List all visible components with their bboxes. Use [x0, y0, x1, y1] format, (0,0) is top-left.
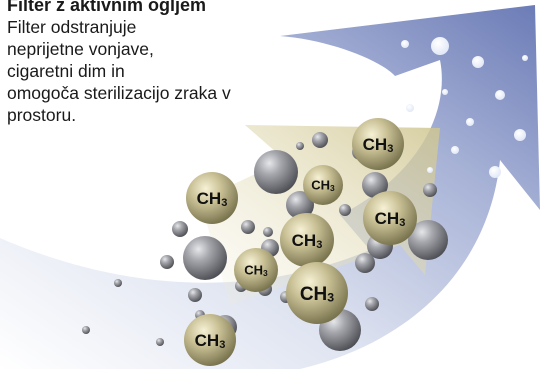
particle [362, 172, 388, 198]
caption: Filter z aktivnim oglјem Filter odstranj… [7, 0, 237, 126]
particle [188, 288, 202, 302]
bubble [406, 104, 414, 112]
molecule-label: CH3 [195, 331, 226, 351]
ch3-molecule: CH3 [280, 213, 334, 267]
bubble [401, 40, 409, 48]
molecule-label: CH3 [197, 189, 228, 209]
particle [114, 279, 122, 287]
airflow-arrow [0, 5, 540, 369]
particle [355, 253, 375, 273]
ch3-molecule: CH3 [352, 118, 404, 170]
molecule-label: CH3 [375, 209, 406, 229]
particle [241, 220, 255, 234]
bubble [495, 90, 505, 100]
ch3-molecule: CH3 [184, 314, 236, 366]
bubble [472, 56, 484, 68]
particle [160, 255, 174, 269]
bubble [522, 55, 528, 61]
bubble [442, 89, 448, 95]
particle [286, 191, 314, 219]
molecule-label: CH3 [244, 263, 268, 278]
ch3-molecule: CH3 [303, 165, 343, 205]
particle [172, 221, 188, 237]
particle [339, 204, 351, 216]
particle [312, 132, 328, 148]
molecule-label: CH3 [292, 231, 323, 251]
particle [82, 326, 90, 334]
ch3-molecule: CH3 [186, 172, 238, 224]
particle [156, 338, 164, 346]
particle [254, 150, 298, 194]
molecule-label: CH3 [300, 284, 334, 305]
caption-body: Filter odstranjuje neprijetne vonjave, c… [7, 17, 231, 125]
bubble [427, 167, 433, 173]
particle [296, 142, 304, 150]
bubble [514, 129, 526, 141]
ch3-molecule: CH3 [286, 262, 348, 324]
particle [263, 227, 273, 237]
ch3-molecule: CH3 [234, 248, 278, 292]
bubble [489, 166, 501, 178]
caption-title: Filter z aktivnim oglјem [7, 0, 207, 15]
particle [365, 297, 379, 311]
particle [183, 236, 227, 280]
particle [423, 183, 437, 197]
bubble [451, 146, 459, 154]
bubbles [401, 37, 528, 178]
bubble [466, 118, 474, 126]
molecule-label: CH3 [363, 135, 394, 155]
particle [408, 220, 448, 260]
bubble [431, 37, 449, 55]
molecule-label: CH3 [311, 178, 335, 193]
ch3-molecule: CH3 [363, 191, 417, 245]
